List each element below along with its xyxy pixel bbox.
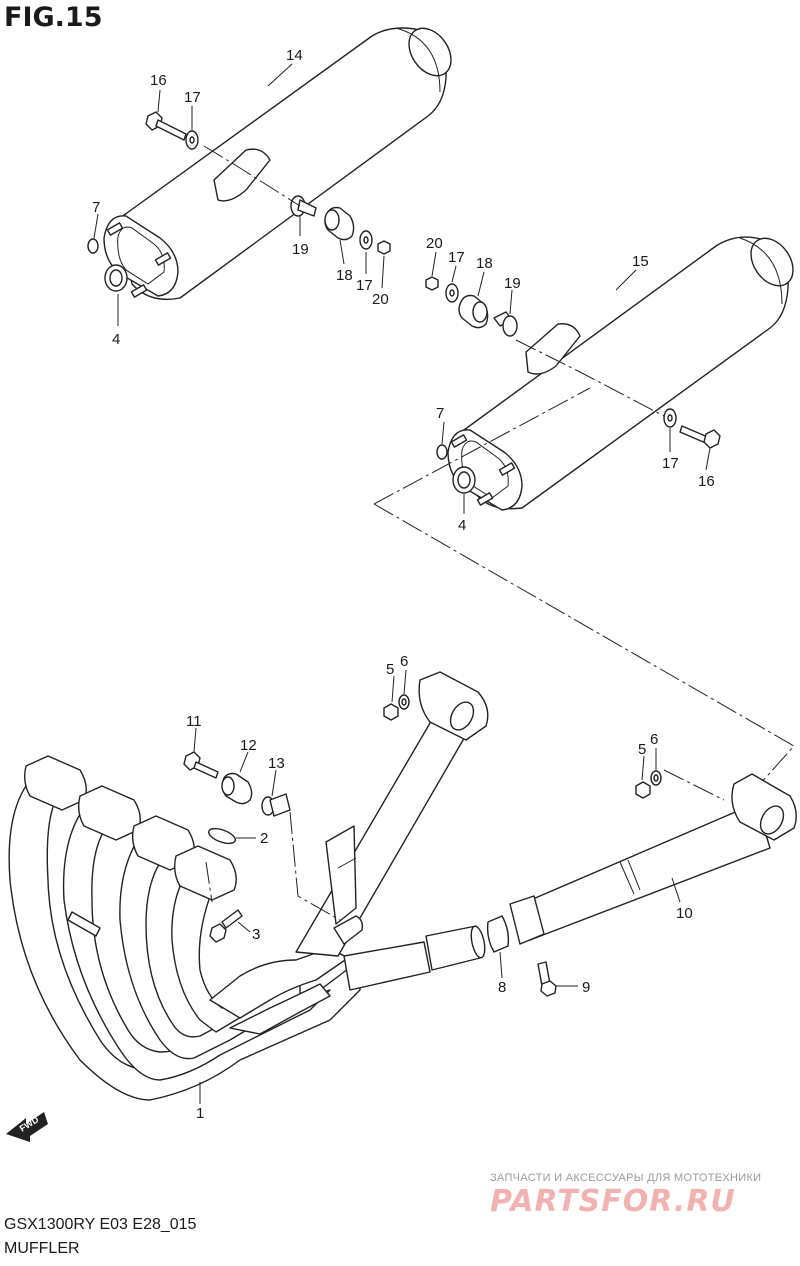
callout-20a: 20 — [372, 291, 389, 308]
bolt-16a[interactable] — [145, 111, 187, 141]
washer-7a[interactable] — [87, 238, 99, 254]
callout-7b: 7 — [436, 405, 444, 422]
callout-16b: 16 — [698, 473, 715, 490]
gasket-4b[interactable] — [452, 466, 476, 494]
callout-19a: 19 — [292, 241, 309, 258]
callout-10: 10 — [676, 905, 693, 922]
callout-17c: 17 — [448, 249, 465, 266]
cushion-18a[interactable] — [324, 206, 355, 241]
washer-17a[interactable] — [185, 130, 199, 150]
bolt-16b[interactable] — [679, 425, 721, 449]
callout-9: 9 — [582, 979, 590, 996]
mid-pipe-bracket[interactable] — [295, 671, 489, 957]
bolt-11[interactable] — [183, 751, 219, 779]
callout-20b: 20 — [426, 235, 443, 252]
assembly-line-15 — [515, 339, 665, 417]
callout-3: 3 — [252, 926, 260, 943]
figure-title: FIG.15 — [4, 2, 103, 33]
fwd-arrow-icon: FWD — [6, 1112, 48, 1142]
muffler-14-studs — [106, 222, 172, 298]
callout-19b: 19 — [504, 275, 521, 292]
nut-20b[interactable] — [425, 276, 439, 291]
callout-17a: 17 — [184, 89, 201, 106]
washer-17d[interactable] — [663, 408, 677, 428]
watermark-tagline: ЗАПЧАСТИ И АКСЕССУАРЫ ДЛЯ МОТОТЕХНИКИ — [490, 1172, 762, 1184]
clamp-8[interactable] — [486, 915, 510, 953]
callout-17d: 17 — [662, 455, 679, 472]
washer-6a[interactable] — [398, 694, 410, 710]
washer-6b[interactable] — [650, 770, 662, 786]
leader-lines — [93, 63, 711, 1104]
callout-14: 14 — [286, 47, 303, 64]
washer-17b[interactable] — [359, 230, 373, 250]
callout-6a: 6 — [400, 653, 408, 670]
assembly-line-10 — [663, 769, 725, 801]
pipe-10[interactable] — [509, 773, 797, 945]
nut-20a[interactable] — [377, 240, 391, 255]
washer-17c[interactable] — [445, 283, 459, 303]
assembly-line-14 — [203, 145, 301, 207]
gasket-2[interactable] — [207, 826, 237, 847]
gasket-4a[interactable] — [104, 264, 128, 292]
callout-numbers: 14 16 17 7 19 18 17 20 4 15 20 17 18 19 … — [92, 47, 715, 1122]
callout-4b: 4 — [458, 517, 466, 534]
watermark-logo: PARTSFOR.RU — [490, 1184, 736, 1219]
callout-17b: 17 — [356, 277, 373, 294]
bolt-3[interactable] — [209, 909, 243, 943]
assembly-line-link — [373, 387, 795, 785]
callout-18b: 18 — [476, 255, 493, 272]
collar-19a[interactable] — [290, 195, 317, 217]
callout-18a: 18 — [336, 267, 353, 284]
section-name: MUFFLER — [4, 1240, 80, 1257]
callout-8: 8 — [498, 979, 506, 996]
callout-5b: 5 — [638, 741, 646, 758]
collar-19b[interactable] — [493, 311, 518, 337]
nut-5a[interactable] — [383, 703, 399, 721]
callout-4a: 4 — [112, 331, 120, 348]
cushion-18b[interactable] — [458, 294, 489, 329]
assembly-line-bracket — [205, 811, 341, 921]
connector-pipe[interactable] — [343, 925, 487, 991]
callout-12: 12 — [240, 737, 257, 754]
collar-13[interactable] — [261, 793, 291, 817]
cushion-12[interactable] — [221, 772, 253, 805]
muffler-15-studs — [450, 434, 516, 506]
bolt-9[interactable] — [537, 961, 557, 997]
callout-13: 13 — [268, 755, 285, 772]
nut-5b[interactable] — [635, 781, 651, 799]
muffler-14[interactable] — [103, 20, 460, 301]
washer-7b[interactable] — [436, 444, 448, 460]
callout-5a: 5 — [386, 661, 394, 678]
header-flanges — [23, 755, 237, 901]
callout-6b: 6 — [650, 731, 658, 748]
callout-15: 15 — [632, 253, 649, 270]
model-code: GSX1300RY E03 E28_015 — [4, 1216, 197, 1233]
callout-16a: 16 — [150, 72, 167, 89]
callout-7a: 7 — [92, 199, 100, 216]
callout-2: 2 — [260, 830, 268, 847]
callout-11: 11 — [186, 713, 202, 730]
callout-1: 1 — [196, 1105, 204, 1122]
muffler-15[interactable] — [447, 230, 800, 511]
